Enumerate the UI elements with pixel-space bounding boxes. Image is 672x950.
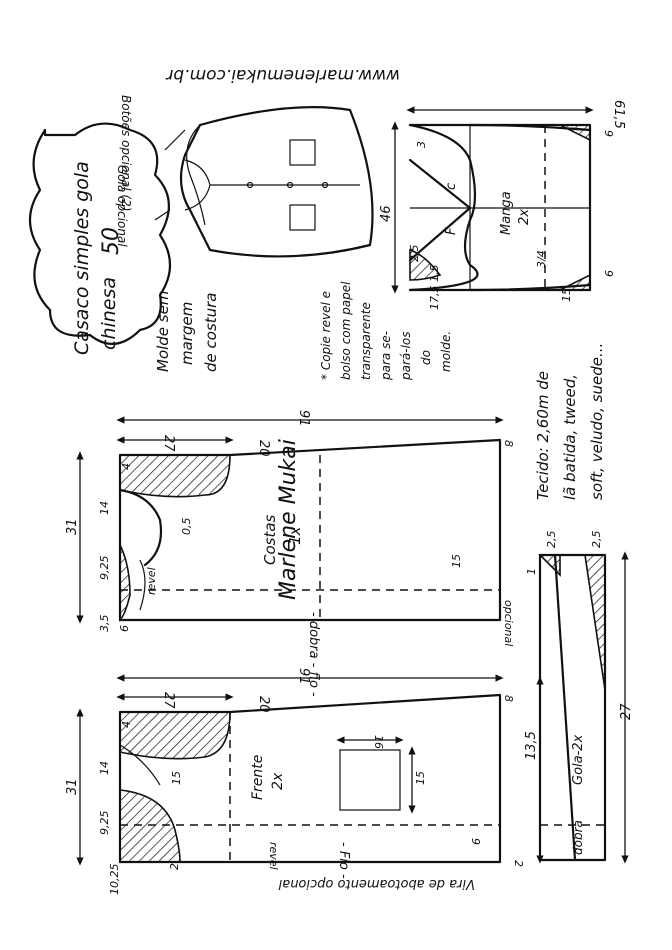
frente-27: 27 — [161, 692, 176, 709]
costas-27: 27 — [161, 435, 176, 452]
title-size: 50 — [99, 227, 124, 255]
manga-label: Manga — [499, 191, 514, 235]
costas-15: 15 — [450, 554, 463, 568]
gola-25b: 2,5 — [590, 531, 603, 549]
note-molde-1: Molde sem — [154, 291, 172, 372]
costas-opcional: opcional — [502, 600, 515, 646]
manga-count: 2x — [517, 209, 532, 225]
frente-2b: 2 — [512, 860, 525, 867]
note-molde-3: de costura — [202, 292, 220, 372]
gola-135: 13,5 — [524, 731, 539, 760]
note-copie-5: pará-los — [399, 331, 413, 381]
frente-2: 2 — [168, 863, 181, 870]
frente-revel: revel — [267, 842, 280, 870]
manga-25: 2,5 — [408, 245, 421, 263]
title-cloud: Casaco simples gola chinesa 50 — [29, 122, 171, 355]
frente-label: Frente — [250, 755, 266, 800]
frente-1025: 10,25 — [108, 864, 121, 896]
costas-6: 6 — [118, 625, 131, 632]
costas-05: 0,5 — [180, 518, 193, 536]
costas-20: 20 — [256, 440, 271, 457]
manga-615: 61,5 — [611, 100, 626, 129]
manga-9a: 9 — [602, 130, 615, 137]
note-molde-2: margem — [178, 302, 196, 365]
manga-46: 46 — [379, 205, 394, 222]
manga-34: 3/4 — [535, 250, 548, 268]
frente-16: 16 — [372, 735, 385, 749]
frente-15b: 15 — [414, 771, 427, 785]
gola-label: Gola-2x — [571, 734, 586, 785]
note-copie-3: transparente — [359, 302, 373, 380]
costas-35: 3,5 — [98, 615, 111, 633]
note-copie-7: molde. — [439, 331, 453, 372]
frente-91: 91 — [296, 668, 311, 685]
frente-15: 15 — [170, 771, 183, 785]
note-tecido-3: soft, veludo, suede... — [588, 343, 606, 500]
manga-pattern — [408, 123, 592, 292]
frente-6: 6 — [470, 838, 483, 845]
manga-15b: 15 — [560, 288, 573, 302]
gola-pattern — [538, 553, 607, 862]
manga-3: 3 — [415, 141, 428, 148]
manga-9b: 9 — [602, 270, 615, 277]
note-copie-6: do — [419, 350, 433, 365]
frente-20: 20 — [256, 696, 271, 713]
costas-4: 4 — [120, 463, 133, 470]
note-copie-2: bolso com papel — [339, 281, 353, 380]
frente-14: 14 — [98, 761, 111, 775]
frente-31: 31 — [65, 778, 80, 795]
botoes-opcional-label: Botões opcional (2) — [119, 95, 133, 211]
costas-91: 91 — [296, 410, 311, 427]
costas-count: 1x — [286, 526, 304, 545]
costas-pattern — [118, 438, 502, 622]
costas-label: Costas — [261, 514, 279, 565]
website-text: www.marlenemukai.com.br — [165, 65, 400, 85]
costas-8: 8 — [502, 440, 515, 447]
manga-c: c — [444, 183, 459, 190]
frente-fio: - Fio - — [336, 842, 351, 879]
costas-925: 9,25 — [98, 556, 111, 581]
costas-revel: revel — [145, 567, 158, 595]
note-copie-1: * Copie revel e — [319, 291, 333, 380]
title-line2: chinesa — [98, 277, 120, 350]
costas-31: 31 — [65, 518, 80, 535]
frente-vira: Vira de abotoamento opcional — [278, 876, 475, 891]
note-copie-4: para se- — [379, 331, 393, 381]
note-tecido-1: Tecido: 2,60m de — [534, 371, 552, 500]
gola-opcional-label: Gola opcional — [115, 165, 129, 247]
note-tecido-2: lã batida, tweed, — [561, 374, 579, 500]
frente-pattern — [118, 693, 502, 864]
costas-14: 14 — [98, 501, 111, 515]
frente-count: 2x — [270, 772, 286, 790]
manga-f: F — [444, 227, 459, 235]
gola-1: 1 — [525, 568, 538, 575]
gola-27: 27 — [619, 703, 634, 720]
gola-dobra: dobra — [571, 820, 585, 855]
frente-925: 9,25 — [98, 811, 111, 836]
jacket-illustration — [154, 106, 374, 258]
signature: Marlene Mukai — [276, 439, 301, 600]
manga-175: 17,5 — [428, 286, 441, 311]
gola-25a: 2,5 — [545, 531, 558, 549]
title-line1: Casaco simples gola — [71, 161, 93, 355]
frente-4: 4 — [120, 721, 133, 728]
frente-8: 8 — [502, 695, 515, 702]
manga-15: 1,5 — [428, 265, 441, 283]
